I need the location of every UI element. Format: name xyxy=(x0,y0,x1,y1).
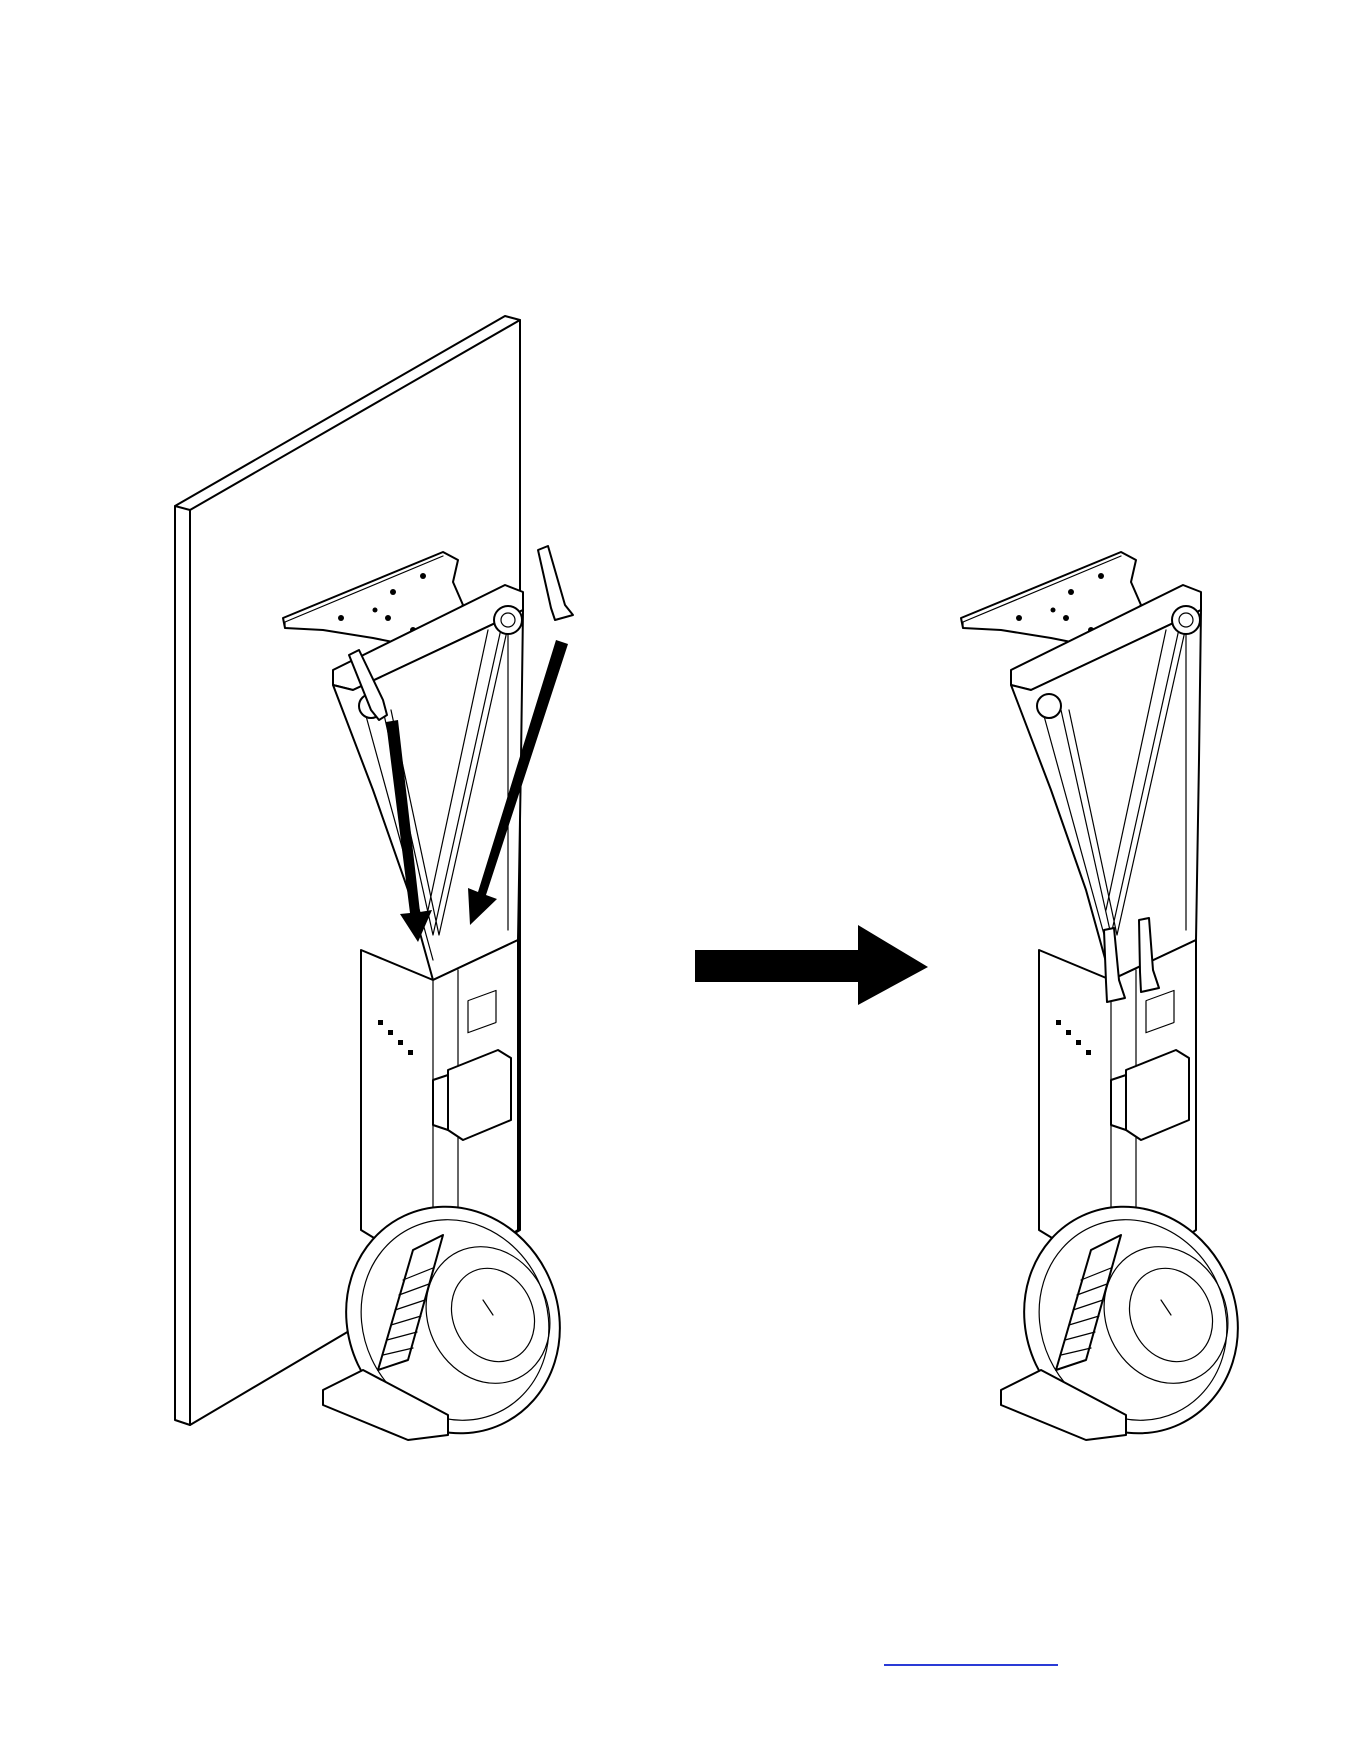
left-handle-b xyxy=(538,546,573,620)
footer-link[interactable] xyxy=(884,1644,1058,1666)
right-machine xyxy=(961,552,1275,1469)
left-view xyxy=(175,316,597,1469)
footer-link-underline xyxy=(884,1664,1058,1666)
right-view xyxy=(961,552,1275,1469)
right-arrow-icon xyxy=(695,925,928,1005)
